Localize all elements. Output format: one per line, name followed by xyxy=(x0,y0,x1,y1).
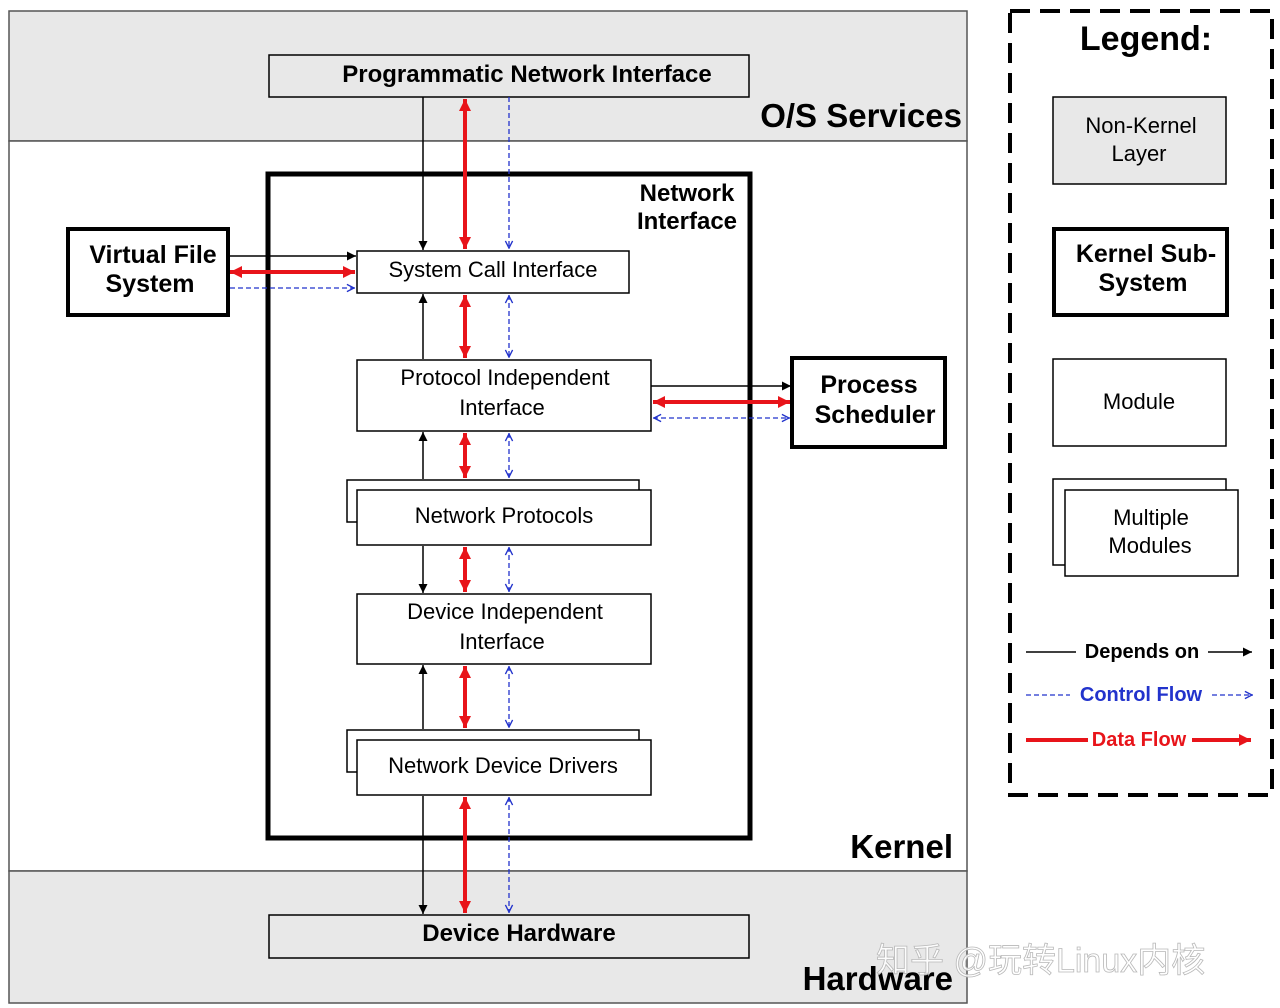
legend-non-kernel-swatch xyxy=(1052,96,1227,185)
kernel-label: Kernel xyxy=(850,828,953,865)
network-device-drivers-box xyxy=(356,739,652,796)
legend-multiple-swatch xyxy=(1064,489,1239,577)
legend-kernel-sub-label-line1: Kernel Sub- xyxy=(1076,240,1216,268)
process-scheduler-label-line1: Process xyxy=(820,371,917,399)
process-scheduler-box xyxy=(790,356,947,449)
device-independent-interface-box xyxy=(356,593,652,665)
legend-multiple-label-line2: Modules xyxy=(1108,533,1191,558)
device-hardware-box xyxy=(268,914,750,959)
legend-module-swatch xyxy=(1052,358,1227,447)
legend: Legend: Non-Kernel Layer Kernel Sub- Sys… xyxy=(1008,9,1274,797)
legend-depends-label: Depends on xyxy=(1085,641,1199,663)
device-independent-interface-label-line2: Interface xyxy=(459,629,545,654)
network-interface-title-line1: Network xyxy=(640,180,735,207)
hardware-label: Hardware xyxy=(803,960,953,997)
legend-module-label: Module xyxy=(1103,389,1175,414)
network-protocols-stack: Network Protocols xyxy=(346,479,652,546)
virtual-file-system-label-line1: Virtual File xyxy=(89,241,216,269)
device-independent-interface-label-line1: Device Independent xyxy=(407,599,603,624)
network-interface-title-line2: Interface xyxy=(637,208,737,235)
os-services-label: O/S Services xyxy=(760,97,962,134)
data-flow-arrows xyxy=(230,99,790,913)
watermark: 知乎 @玩转Linux内核 xyxy=(876,942,1205,980)
legend-multiple-label-line1: Multiple xyxy=(1113,505,1189,530)
legend-non-kernel-label-line1: Non-Kernel xyxy=(1085,113,1196,138)
control-flow-arrows xyxy=(230,97,790,913)
protocol-independent-interface-label-line2: Interface xyxy=(459,395,545,420)
network-device-drivers-stack: Network Device Drivers xyxy=(346,729,652,796)
network-protocols-label: Network Protocols xyxy=(415,503,594,528)
legend-kernel-sub-swatch xyxy=(1052,227,1229,317)
legend-data-label: Data Flow xyxy=(1092,729,1187,751)
system-call-interface-box xyxy=(356,250,630,294)
device-hardware-label: Device Hardware xyxy=(422,920,615,947)
depends-on-arrows xyxy=(228,97,791,914)
legend-title: Legend: xyxy=(1080,20,1212,58)
protocol-independent-interface-box xyxy=(356,359,652,432)
network-device-drivers-label: Network Device Drivers xyxy=(388,753,618,778)
legend-frame xyxy=(1008,9,1274,797)
protocol-independent-interface-label-line1: Protocol Independent xyxy=(400,365,609,390)
system-call-interface-label: System Call Interface xyxy=(388,257,597,282)
virtual-file-system-box xyxy=(66,227,230,317)
process-scheduler-label-line2: Scheduler xyxy=(815,401,936,429)
legend-control-label: Control Flow xyxy=(1080,684,1203,706)
legend-kernel-sub-label-line2: System xyxy=(1099,269,1188,297)
virtual-file-system-label-line2: System xyxy=(106,270,195,298)
legend-non-kernel-label-line2: Layer xyxy=(1111,141,1166,166)
programmatic-network-interface-label: Programmatic Network Interface xyxy=(342,61,711,88)
network-protocols-box xyxy=(356,489,652,546)
